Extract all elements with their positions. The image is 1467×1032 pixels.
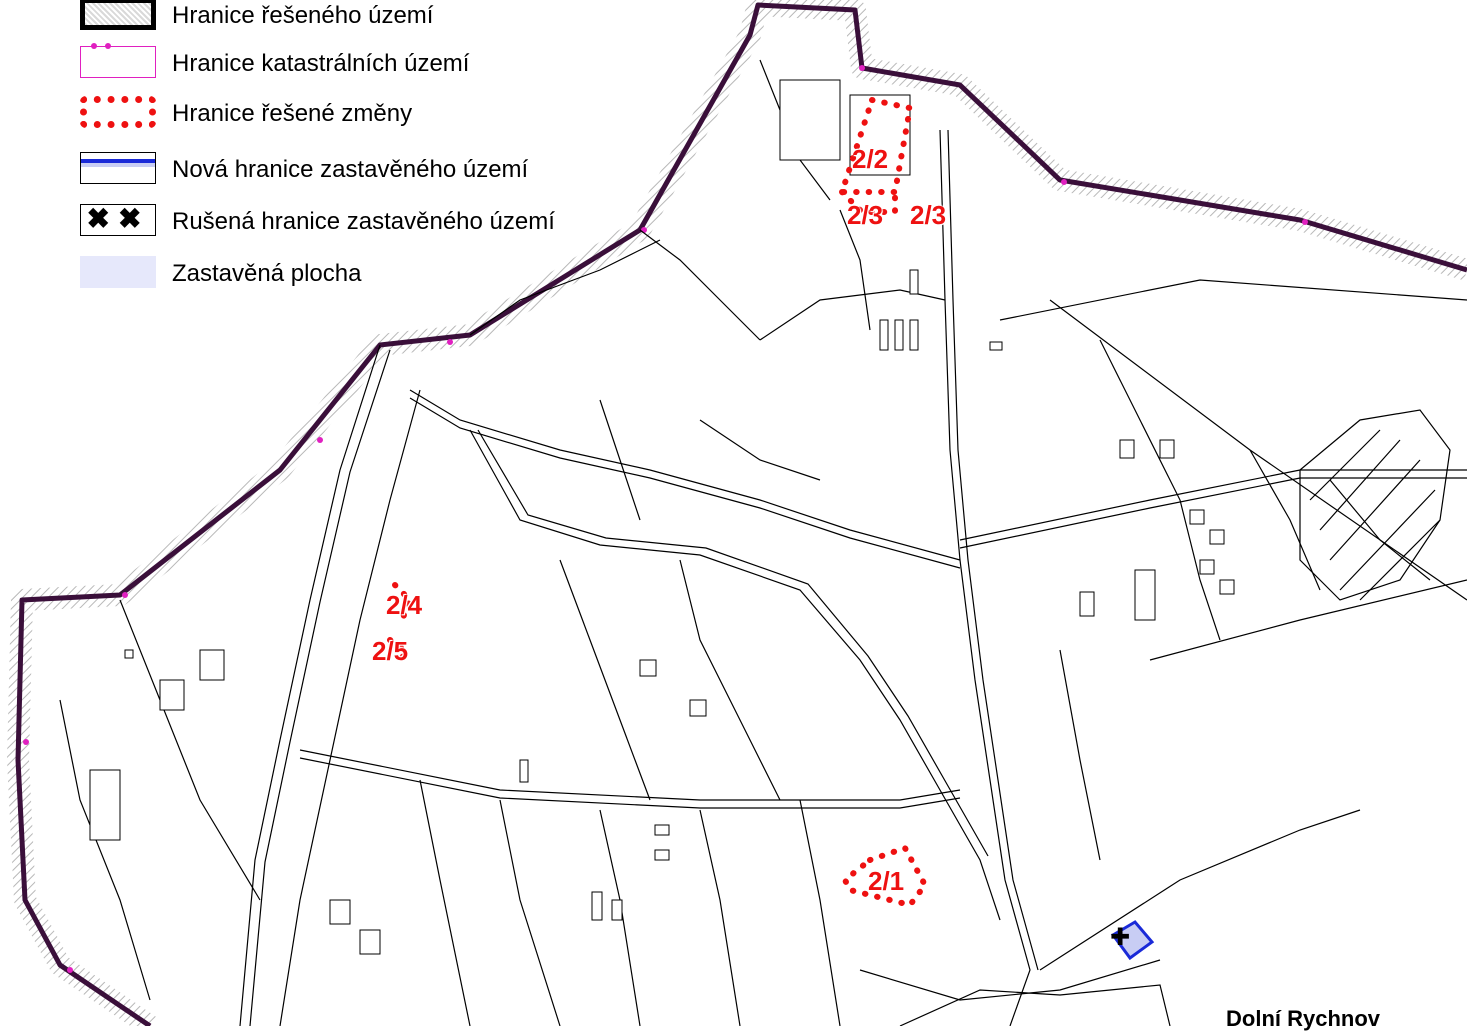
legend-item-boundary: Hranice řešeného území [80,0,620,34]
buildings [89,79,1235,955]
legend-label: Rušená hranice zastavěného území [172,208,555,235]
zone-label-2-1: 2/1 [868,866,905,896]
zone-label-2-4: 2/4 [386,590,423,620]
new-built-boundary-icon [80,152,156,184]
legend-label: Hranice řešeného území [172,2,434,29]
cadastral-boundary-icon [80,43,156,78]
new-built-boundary [1110,920,1155,961]
legend-label: Hranice řešené změny [172,100,413,127]
territory-boundary-line [15,2,1467,1026]
zone-label-2-5: 2/5 [372,636,409,666]
legend-label: Zastavěná plocha [172,260,362,287]
change-boundary-icon [80,96,156,128]
zone-label-2-3-east: 2/3 [910,200,947,230]
change-boundaries [387,96,929,909]
legend-item-built-area: Zastavěná plocha [80,252,620,292]
built-area-icon [80,256,156,288]
map-legend: Hranice řešeného území Hranice katastrál… [0,0,620,300]
legend-label: Nová hranice zastavěného území [172,156,529,183]
territory-boundary-icon [80,0,156,30]
legend-item-change: Hranice řešené změny [80,92,620,132]
cadastral-boundary-marks [23,65,1308,973]
legend-item-cancelled-built: ✖✖ Rušená hranice zastavěného území [80,200,620,240]
legend-item-new-built: Nová hranice zastavěného území [80,148,620,188]
legend-label: Hranice katastrálních území [172,50,470,77]
legend-item-cadastral: Hranice katastrálních území [80,42,620,82]
zone-label-2-2: 2/2 [852,144,889,174]
zone-label-2-3-west: 2/3 [847,200,884,230]
map-linework [59,59,1467,1026]
cross-icon: ✖✖ [80,204,156,236]
cancelled-built-mark: ✚ [1110,923,1130,951]
place-label-dolni-rychnov: Dolní Rychnov [1226,1006,1381,1031]
